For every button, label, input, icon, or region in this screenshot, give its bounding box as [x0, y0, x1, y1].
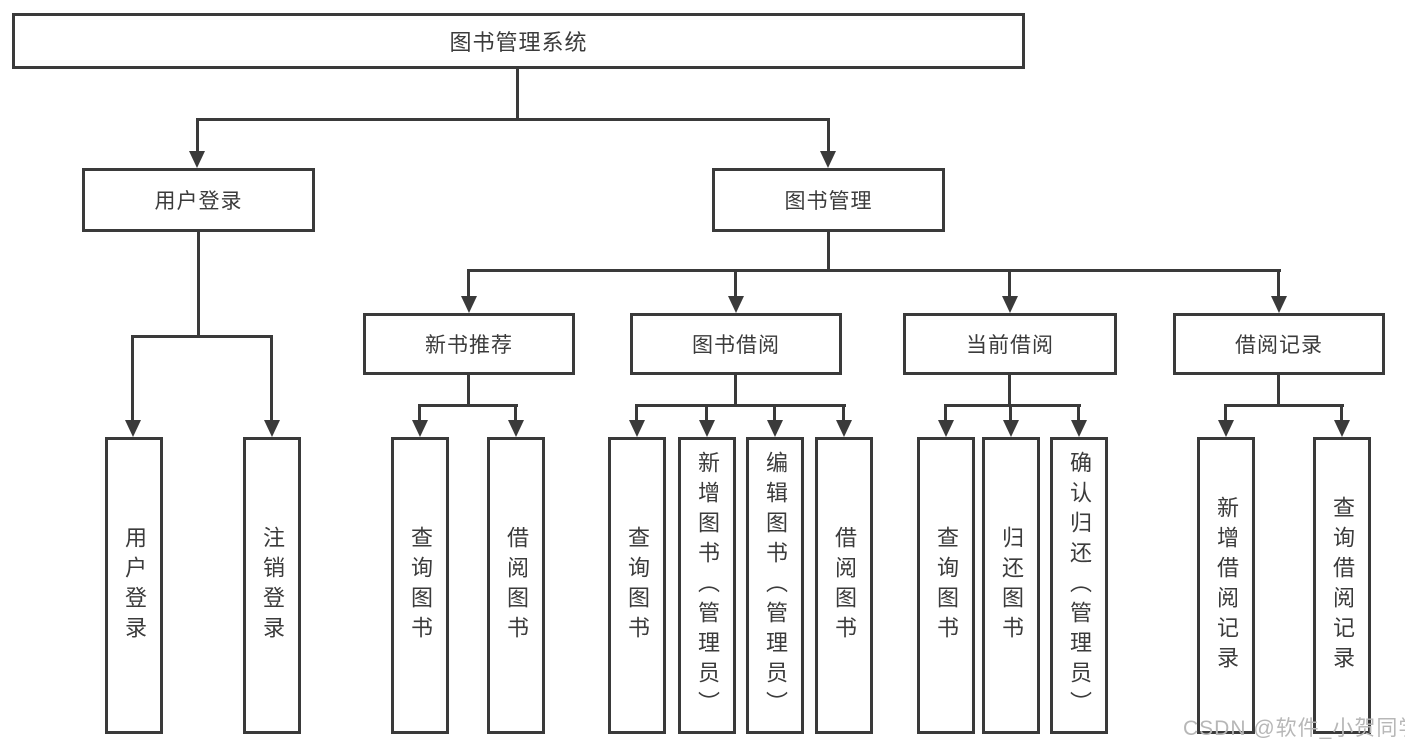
connector-group-rail — [944, 404, 1081, 407]
arrow-down-icon — [1071, 420, 1087, 437]
connector-group-stem — [1277, 375, 1280, 406]
node-new-book-recommendation-label: 新书推荐 — [425, 334, 513, 357]
connector-drop-leaf — [1340, 404, 1343, 420]
connector-drop-leaf — [1009, 404, 1012, 420]
node-book-borrowing-label: 图书借阅 — [692, 334, 780, 357]
leaf-edit-books-admin: 编辑图书（管理员） — [746, 437, 804, 734]
connector-level1-rail — [196, 118, 830, 121]
connector-drop-leaf — [635, 404, 638, 420]
connector-drop-group — [467, 269, 470, 296]
arrow-down-icon — [820, 151, 836, 168]
connector-root-stem — [516, 68, 519, 120]
arrow-down-icon — [1218, 420, 1234, 437]
node-new-book-recommendation: 新书推荐 — [363, 313, 575, 375]
leaf-query-books-recommend: 查询图书 — [391, 437, 449, 734]
connector-drop-leaf — [1077, 404, 1080, 420]
connector-group-stem — [1008, 375, 1011, 406]
leaf-borrow-books-borrowing: 借阅图书 — [815, 437, 873, 734]
arrow-down-icon — [836, 420, 852, 437]
leaf-logout-label: 注销登录 — [260, 525, 285, 646]
connector-drop-leaf — [1224, 404, 1227, 420]
leaf-query-books-recommend-label: 查询图书 — [408, 525, 433, 646]
connector-level2-rail — [467, 269, 1281, 272]
connector-drop-group — [734, 269, 737, 296]
arrow-down-icon — [1003, 420, 1019, 437]
connector-drop-leaf — [773, 404, 776, 420]
arrow-down-icon — [189, 151, 205, 168]
leaf-add-books-admin-label: 新增图书（管理员） — [695, 450, 720, 721]
leaf-query-books-borrowing-label: 查询图书 — [625, 525, 650, 646]
leaf-borrow-books-recommend: 借阅图书 — [487, 437, 545, 734]
leaf-borrow-books-recommend-label: 借阅图书 — [504, 525, 529, 646]
leaf-logout: 注销登录 — [243, 437, 301, 734]
arrow-down-icon — [767, 420, 783, 437]
connector-drop-group — [1277, 269, 1280, 296]
leaf-add-books-admin: 新增图书（管理员） — [678, 437, 736, 734]
arrow-down-icon — [1002, 296, 1018, 313]
leaf-query-books-current-label: 查询图书 — [934, 525, 959, 646]
connector-user-login-rail — [131, 335, 273, 338]
leaf-query-borrow-record-label: 查询借阅记录 — [1330, 495, 1355, 676]
leaf-user-login: 用户登录 — [105, 437, 163, 734]
connector-drop-leaf — [944, 404, 947, 420]
connector-drop-user-login — [196, 120, 199, 151]
node-current-borrowing-label: 当前借阅 — [966, 334, 1054, 357]
connector-group-rail — [635, 404, 846, 407]
connector-drop-book-management — [827, 120, 830, 151]
leaf-user-login-label: 用户登录 — [122, 525, 147, 646]
leaf-query-books-borrowing: 查询图书 — [608, 437, 666, 734]
leaf-confirm-return-admin-label: 确认归还（管理员） — [1067, 450, 1092, 721]
node-borrowing-records-label: 借阅记录 — [1235, 334, 1323, 357]
node-user-login: 用户登录 — [82, 168, 315, 232]
node-root: 图书管理系统 — [12, 13, 1025, 69]
connector-book-management-stem — [827, 232, 830, 271]
node-book-management-label: 图书管理 — [784, 190, 873, 213]
node-book-management: 图书管理 — [712, 168, 945, 232]
arrow-down-icon — [699, 420, 715, 437]
node-root-label: 图书管理系统 — [449, 30, 588, 55]
node-current-borrowing: 当前借阅 — [903, 313, 1117, 375]
leaf-query-books-current: 查询图书 — [917, 437, 975, 734]
leaf-borrow-books-borrowing-label: 借阅图书 — [832, 525, 857, 646]
connector-drop-leaf — [270, 335, 273, 420]
leaf-confirm-return-admin: 确认归还（管理员） — [1050, 437, 1108, 734]
connector-group-stem — [734, 375, 737, 406]
arrow-down-icon — [938, 420, 954, 437]
node-borrowing-records: 借阅记录 — [1173, 313, 1385, 375]
arrow-down-icon — [1271, 296, 1287, 313]
connector-drop-leaf — [842, 404, 845, 420]
connector-drop-group — [1008, 269, 1011, 296]
arrow-down-icon — [1334, 420, 1350, 437]
node-user-login-label: 用户登录 — [154, 190, 243, 213]
connector-drop-leaf — [514, 404, 517, 420]
arrow-down-icon — [508, 420, 524, 437]
arrow-down-icon — [629, 420, 645, 437]
leaf-return-books: 归还图书 — [982, 437, 1040, 734]
leaf-return-books-label: 归还图书 — [999, 525, 1024, 646]
arrow-down-icon — [461, 296, 477, 313]
connector-group-rail — [418, 404, 518, 407]
arrow-down-icon — [125, 420, 141, 437]
leaf-query-borrow-record: 查询借阅记录 — [1313, 437, 1371, 734]
leaf-add-borrow-record-label: 新增借阅记录 — [1214, 495, 1239, 676]
leaf-add-borrow-record: 新增借阅记录 — [1197, 437, 1255, 734]
arrow-down-icon — [264, 420, 280, 437]
leaf-edit-books-admin-label: 编辑图书（管理员） — [763, 450, 788, 721]
node-book-borrowing: 图书借阅 — [630, 313, 842, 375]
arrow-down-icon — [728, 296, 744, 313]
arrow-down-icon — [412, 420, 428, 437]
connector-group-stem — [467, 375, 470, 406]
connector-drop-leaf — [418, 404, 421, 420]
csdn-watermark: CSDN @软件_小贺同学 — [1183, 717, 1405, 740]
connector-drop-leaf — [705, 404, 708, 420]
connector-user-login-stem — [197, 232, 200, 337]
connector-group-rail — [1224, 404, 1344, 407]
connector-drop-leaf — [131, 335, 134, 420]
